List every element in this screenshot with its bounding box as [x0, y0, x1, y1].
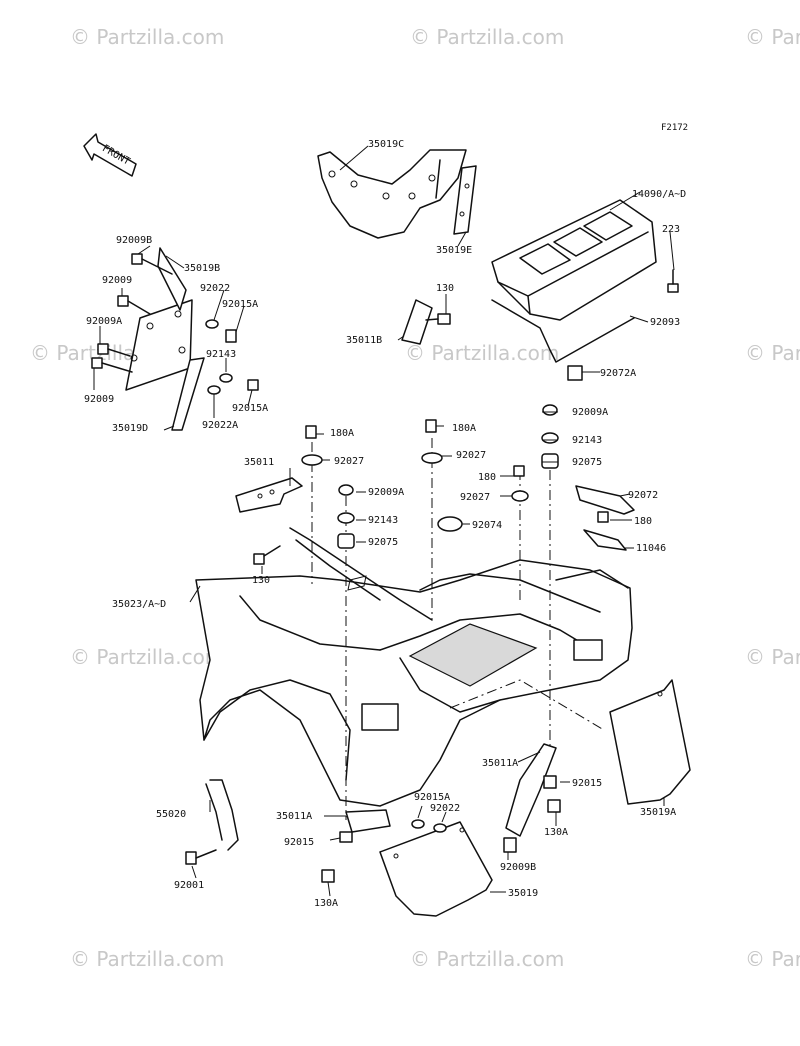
mudflap-35019-part: [321, 809, 517, 917]
watermark-text: © Partzilla.com: [70, 947, 224, 971]
seal-92093-part: [491, 299, 635, 363]
label-180a-a: 180A: [330, 428, 354, 439]
part-number-labels: 35019C 35019E 14090/A~D 223 92093 92072A…: [84, 139, 686, 909]
label-92009a-left: 92009A: [86, 316, 122, 327]
mudflap-35019a-part: [609, 679, 691, 805]
watermark-text: © Partzilla.com: [70, 645, 224, 669]
bracket-55020-part: [185, 779, 239, 865]
pad-92072a-part: [567, 365, 583, 381]
label-92143-left: 92143: [206, 349, 236, 360]
label-130-mid: 130: [252, 575, 270, 586]
watermark-text: © Partzilla.com: [745, 645, 800, 669]
label-92022: 92022: [200, 283, 230, 294]
bolt-group-left: [91, 253, 259, 395]
label-92009a-r: 92009A: [572, 407, 608, 418]
label-92075-r: 92075: [572, 457, 602, 468]
hardware-center: [301, 404, 609, 549]
label-92093: 92093: [650, 317, 680, 328]
front-arrow-icon: FRONT: [83, 133, 137, 177]
bracket-35011-part: [235, 477, 303, 565]
label-14090: 14090/A~D: [632, 189, 686, 200]
label-92072: 92072: [628, 490, 658, 501]
watermark-text: © Partzilla.com: [745, 947, 800, 971]
bracket-35011b-part: [401, 299, 451, 345]
label-35011a-r: 35011A: [482, 758, 518, 769]
toolbox-14090-part: [491, 199, 657, 321]
label-180a-b: 180A: [452, 423, 476, 434]
label-35019c: 35019C: [368, 139, 404, 150]
label-130a-r: 130A: [544, 827, 568, 838]
label-130a-c: 130A: [314, 898, 338, 909]
watermark-text: © Partzilla.com: [745, 341, 800, 365]
side-panel-35019b-part: [125, 247, 193, 391]
label-35019: 35019: [508, 888, 538, 899]
watermark-text: © Partzilla.com: [745, 25, 800, 49]
screw-223-part: [667, 269, 679, 293]
label-92143-r: 92143: [572, 435, 602, 446]
label-92015a-a: 92015A: [222, 299, 258, 310]
label-92075-c: 92075: [368, 537, 398, 548]
label-35023: 35023/A~D: [112, 599, 166, 610]
bracket-35011a-right-part: [505, 743, 561, 837]
label-35019e: 35019E: [436, 245, 472, 256]
watermark-text: © Partzilla.com: [405, 341, 559, 365]
label-130-top: 130: [436, 283, 454, 294]
label-92009-b: 92009: [84, 394, 114, 405]
label-35019a: 35019A: [640, 807, 676, 818]
label-92027-b: 92027: [456, 450, 486, 461]
label-223: 223: [662, 224, 680, 235]
cover-35019c-part: [317, 149, 467, 239]
label-92015-r: 92015: [572, 778, 602, 789]
label-92022-c: 92022: [430, 803, 460, 814]
bracket-92072-part: [575, 485, 635, 551]
label-92009b-c: 92009B: [500, 862, 536, 873]
label-92015a-c: 92015A: [414, 792, 450, 803]
label-35011b: 35011B: [346, 335, 382, 346]
label-35019d: 35019D: [112, 423, 148, 434]
label-92001: 92001: [174, 880, 204, 891]
watermark-text: © Partzilla.com: [410, 25, 564, 49]
label-92143-c: 92143: [368, 515, 398, 526]
label-92009b-top: 92009B: [116, 235, 152, 246]
watermark-text: © Partzilla.com: [410, 947, 564, 971]
rear-fender-35023-part: [195, 527, 633, 807]
label-180-a: 180: [478, 472, 496, 483]
leader-lines: [93, 145, 675, 897]
label-35011: 35011: [244, 457, 274, 468]
figure-id: F2172: [661, 123, 688, 133]
label-92009a-c: 92009A: [368, 487, 404, 498]
label-55020: 55020: [156, 809, 186, 820]
label-92072a: 92072A: [600, 368, 636, 379]
label-92015a-b: 92015A: [232, 403, 268, 414]
label-92074: 92074: [472, 520, 502, 531]
label-92027-a: 92027: [334, 456, 364, 467]
label-92015-c: 92015: [284, 837, 314, 848]
label-92022a: 92022A: [202, 420, 238, 431]
label-180-b: 180: [634, 516, 652, 527]
watermark-text: © Partzilla.com: [70, 25, 224, 49]
label-92027-c: 92027: [460, 492, 490, 503]
strip-35019d-part: [171, 357, 205, 431]
label-92009-a: 92009: [102, 275, 132, 286]
label-35019b: 35019B: [184, 263, 220, 274]
label-11046: 11046: [636, 543, 666, 554]
label-35011a-c: 35011A: [276, 811, 312, 822]
strip-35019e-part: [453, 165, 477, 235]
